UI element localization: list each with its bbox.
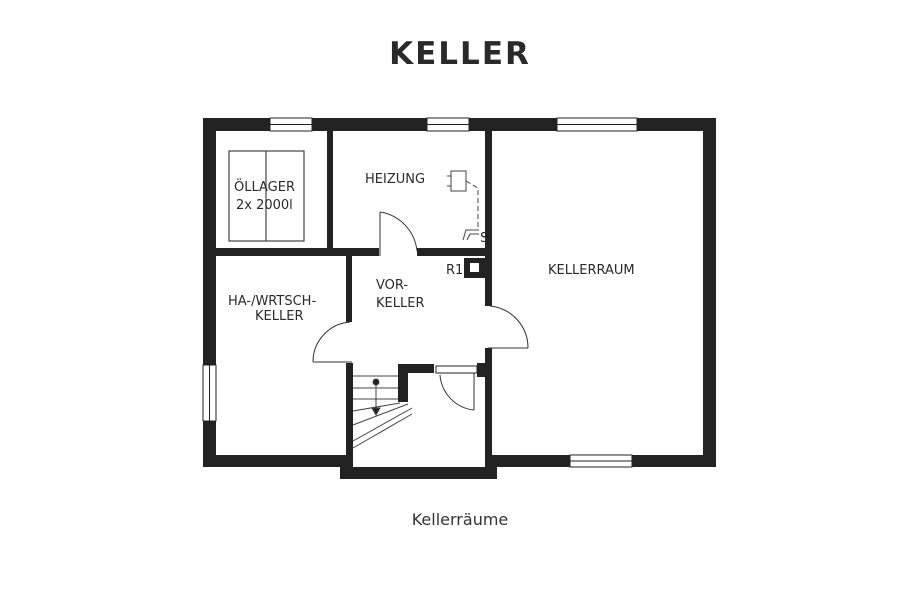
wall-bottom-left — [203, 455, 353, 467]
oil-tanks — [228, 150, 305, 242]
wall-horizontal-mid-right — [417, 248, 487, 256]
floor-caption: Kellerräume — [411, 510, 509, 529]
windows — [202, 117, 638, 468]
room-hauswirtschaft-line2: KELLER — [255, 309, 303, 324]
room-vorkeller-line1: VOR- — [376, 278, 408, 293]
room-kellerraum: KELLERRAUM — [548, 263, 635, 278]
room-oellager-line1: ÖLLAGER — [234, 178, 295, 195]
wall-heizung-kellerraum — [485, 131, 492, 306]
room-heizung: HEIZUNG — [365, 172, 425, 187]
room-hauswirtschaft-line1: HA-/WRTSCH- — [228, 294, 316, 309]
chimney-icon — [464, 258, 486, 278]
chimney-label: R1 — [446, 263, 463, 278]
window-stair — [435, 365, 478, 374]
wall-horizontal-mid-left — [216, 248, 379, 256]
wall-bottom-stair — [340, 467, 497, 479]
boiler-icon — [447, 170, 479, 241]
floor-title: KELLER — [389, 36, 531, 72]
stairs-down-icon — [352, 375, 413, 449]
doors — [312, 211, 529, 411]
wall-hw-vorkeller — [346, 256, 352, 322]
wall-oellager-heizung — [327, 131, 333, 256]
wall-right — [703, 118, 716, 467]
room-oellager-line2: 2x 2000l — [236, 198, 293, 213]
room-vorkeller-line2: KELLER — [376, 296, 424, 311]
pipe-label: S — [480, 231, 488, 246]
